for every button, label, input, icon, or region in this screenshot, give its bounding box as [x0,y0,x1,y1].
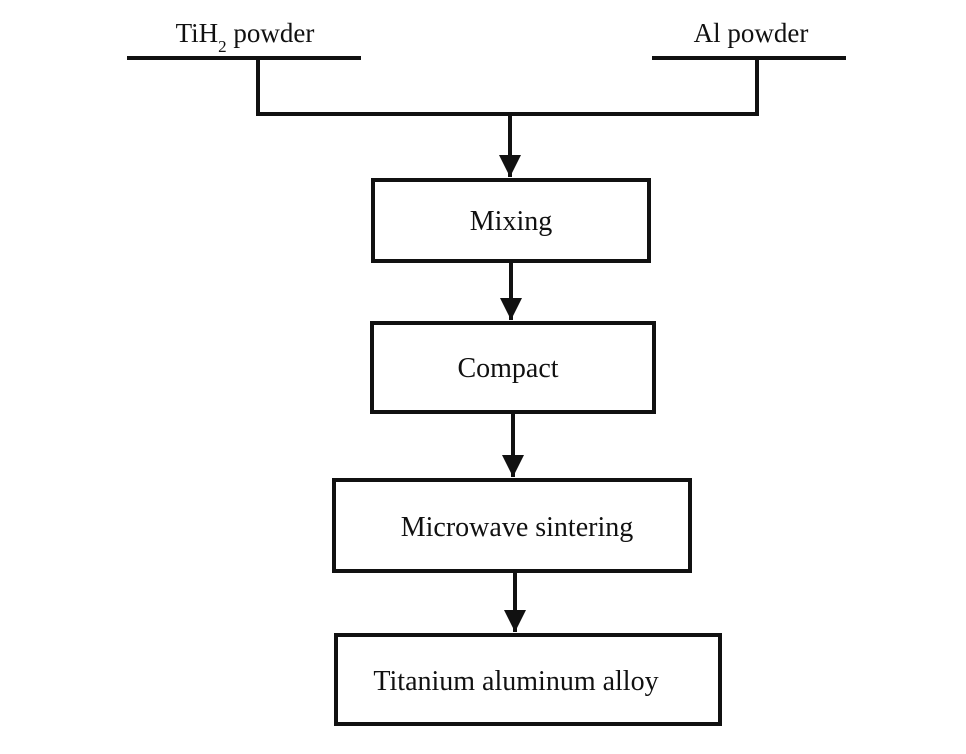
merge-connector [256,58,759,116]
input-label-tih2-prefix: TiH [176,18,219,48]
step-label-microwave-sintering: Microwave sintering [401,512,634,543]
input-label-tih2-powder: TiH2 powder [176,18,315,56]
step-label-titanium-aluminum-alloy: Titanium aluminum alloy [373,666,658,697]
step-label-compact: Compact [457,353,558,384]
input-label-tih2-subscript: 2 [218,37,227,56]
step-box-mixing [371,178,651,263]
step-label-mixing: Mixing [470,206,552,237]
step-box-titanium-aluminum-alloy [334,633,722,726]
input-label-tih2-suffix: powder [227,18,315,48]
input-label-al-powder: Al powder [694,18,809,48]
step-box-microwave-sintering [332,478,692,573]
